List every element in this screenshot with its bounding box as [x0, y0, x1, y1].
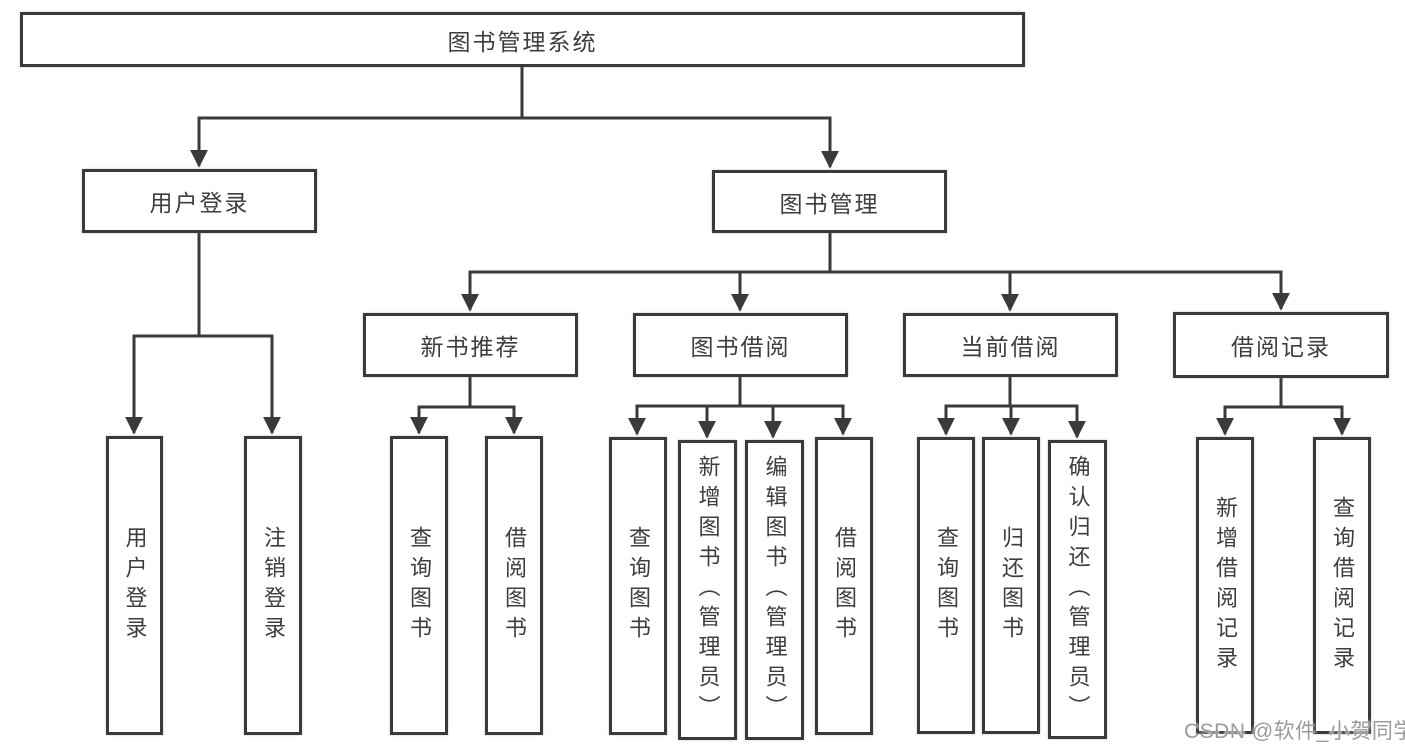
leaf-newrec-query-books: 查询图书 [390, 436, 448, 735]
leaf-current-confirm-return-admin: 确认归还（管理员） [1048, 440, 1107, 739]
node-current-borrow-label: 当前借阅 [960, 334, 1061, 360]
connector-trunks [132, 65, 1344, 409]
leaf-records-add-record-label: 新增借阅记录 [1213, 495, 1238, 676]
leaf-logout-label: 注销登录 [261, 525, 286, 646]
leaf-user-login: 用户登录 [106, 436, 163, 735]
leaf-borrow-edit-books-admin-label: 编辑图书（管理员） [762, 455, 788, 725]
node-new-book-rec-label: 新书推荐 [420, 334, 521, 360]
leaf-records-add-record: 新增借阅记录 [1196, 437, 1254, 734]
leaf-borrow-add-books-admin: 新增图书（管理员） [678, 440, 737, 740]
node-book-borrow-label: 图书借阅 [690, 334, 791, 360]
leaf-current-confirm-return-admin-label: 确认归还（管理员） [1065, 454, 1091, 725]
leaf-borrow-query-books-label: 查询图书 [626, 526, 651, 646]
leaf-newrec-query-books-label: 查询图书 [407, 525, 432, 646]
leaf-newrec-borrow-books: 借阅图书 [485, 436, 543, 735]
leaf-borrow-query-books: 查询图书 [609, 437, 667, 735]
node-current-borrow: 当前借阅 [903, 313, 1118, 377]
node-borrow-records: 借阅记录 [1173, 312, 1389, 378]
leaf-newrec-borrow-books-label: 借阅图书 [502, 525, 527, 646]
leaf-records-query-record: 查询借阅记录 [1313, 437, 1371, 734]
leaf-current-query-books: 查询图书 [917, 437, 975, 734]
node-book-mgmt-label: 图书管理 [779, 190, 880, 217]
leaf-borrow-borrow-books: 借阅图书 [815, 437, 873, 735]
connector-arrows [125, 118, 1351, 439]
node-new-book-rec: 新书推荐 [363, 313, 578, 377]
node-book-borrow: 图书借阅 [633, 313, 848, 377]
leaf-records-query-record-label: 查询借阅记录 [1330, 495, 1355, 676]
leaf-borrow-edit-books-admin: 编辑图书（管理员） [745, 440, 804, 740]
leaf-borrow-add-books-admin-label: 新增图书（管理员） [695, 455, 721, 725]
leaf-current-return-books-label: 归还图书 [999, 525, 1024, 646]
leaf-current-query-books-label: 查询图书 [934, 525, 959, 646]
node-root-label: 图书管理系统 [447, 28, 598, 55]
node-borrow-records-label: 借阅记录 [1231, 334, 1331, 360]
node-user-login: 用户登录 [82, 169, 317, 233]
node-root: 图书管理系统 [20, 12, 1025, 67]
node-user-login-label: 用户登录 [149, 190, 250, 216]
leaf-user-login-label: 用户登录 [122, 525, 148, 646]
csdn-watermark: CSDN @软件_小贺同学 [1184, 720, 1405, 743]
leaf-logout: 注销登录 [244, 436, 302, 735]
leaf-current-return-books: 归还图书 [982, 437, 1040, 734]
leaf-borrow-borrow-books-label: 借阅图书 [832, 526, 857, 646]
node-book-mgmt: 图书管理 [712, 170, 947, 233]
